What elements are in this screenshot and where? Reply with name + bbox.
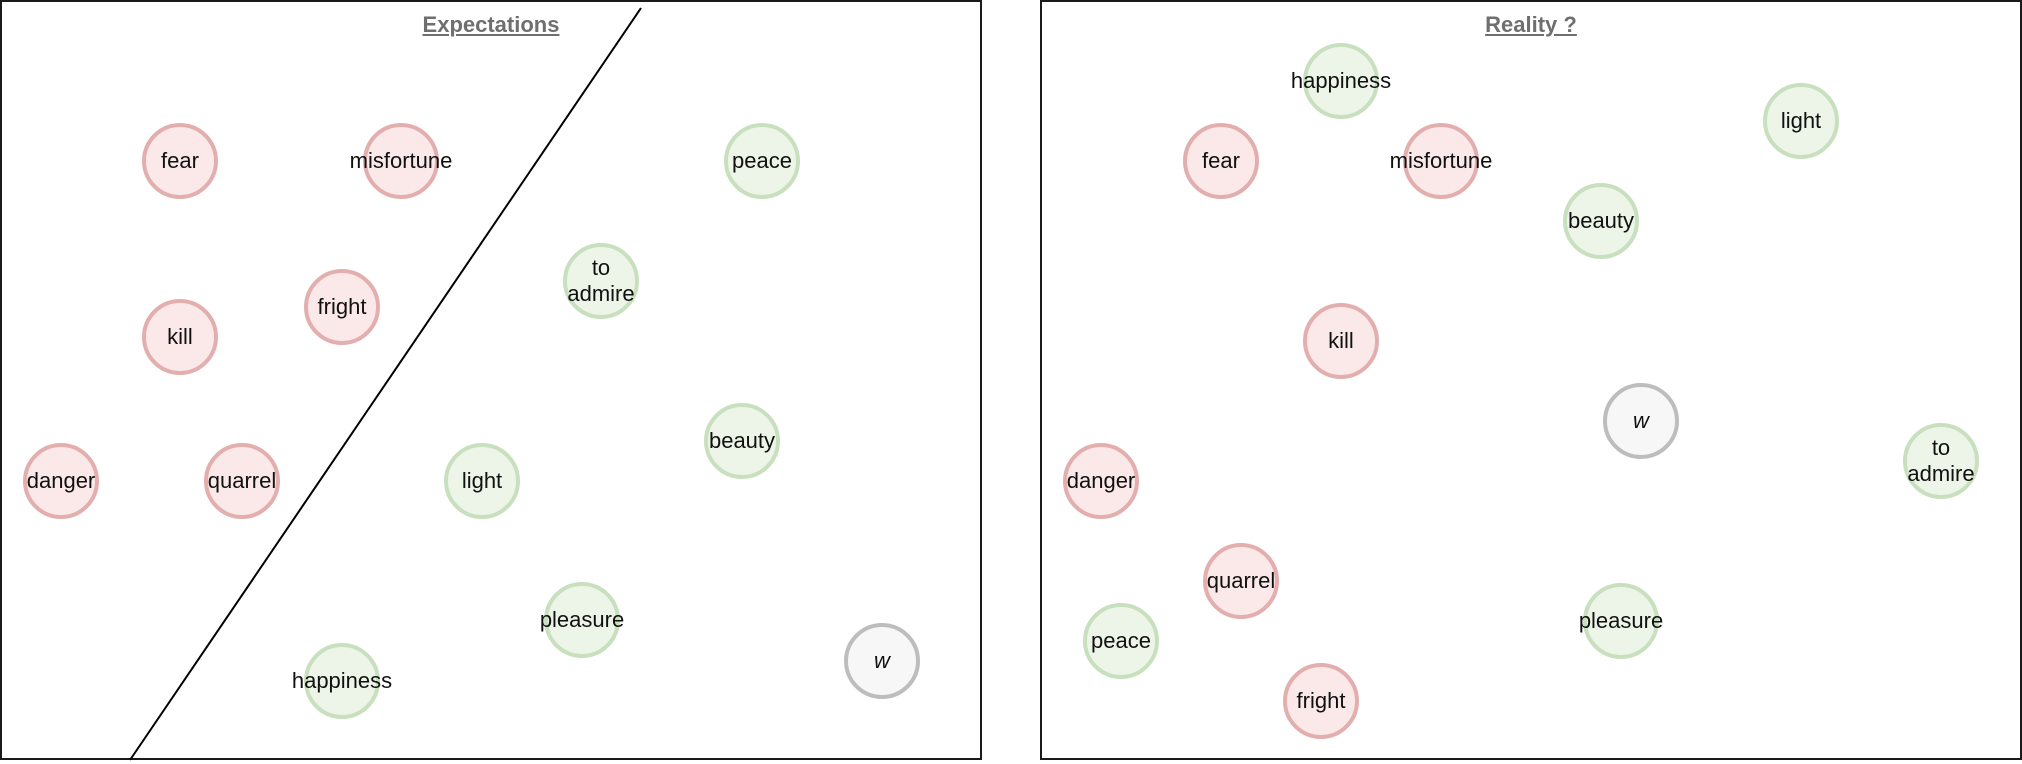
node-beauty: beauty xyxy=(704,403,780,479)
node-to-admire: to admire xyxy=(1903,423,1979,499)
node-kill: kill xyxy=(142,299,218,375)
node-pleasure: pleasure xyxy=(1579,583,1663,659)
node-misfortune: misfortune xyxy=(350,123,452,199)
node-beauty: beauty xyxy=(1563,183,1639,259)
node-misfortune: misfortune xyxy=(1390,123,1492,199)
node-light: light xyxy=(1763,83,1839,159)
node-kill: kill xyxy=(1303,303,1379,379)
node-fright: fright xyxy=(1283,663,1359,739)
node-happiness: happiness xyxy=(1291,43,1391,119)
reality-panel: Reality ? happiness light fear misfortun… xyxy=(1040,0,2022,760)
separator-line xyxy=(129,7,642,761)
node-quarrel: quarrel xyxy=(1203,543,1279,619)
node-happiness: happiness xyxy=(292,643,392,719)
node-fright: fright xyxy=(304,269,380,345)
node-pleasure: pleasure xyxy=(540,582,624,658)
node-danger: danger xyxy=(23,443,99,519)
node-light: light xyxy=(444,443,520,519)
node-w: w xyxy=(1603,383,1679,459)
node-peace: peace xyxy=(724,123,800,199)
reality-title: Reality ? xyxy=(1485,12,1577,37)
expectations-panel: Expectations fear misfortune kill fright… xyxy=(0,0,982,761)
node-w: w xyxy=(844,623,920,699)
node-quarrel: quarrel xyxy=(204,443,280,519)
node-fear: fear xyxy=(1183,123,1259,199)
node-to-admire: to admire xyxy=(563,243,639,319)
expectations-title: Expectations xyxy=(422,12,560,37)
node-peace: peace xyxy=(1083,603,1159,679)
node-fear: fear xyxy=(142,123,218,199)
node-danger: danger xyxy=(1063,443,1139,519)
